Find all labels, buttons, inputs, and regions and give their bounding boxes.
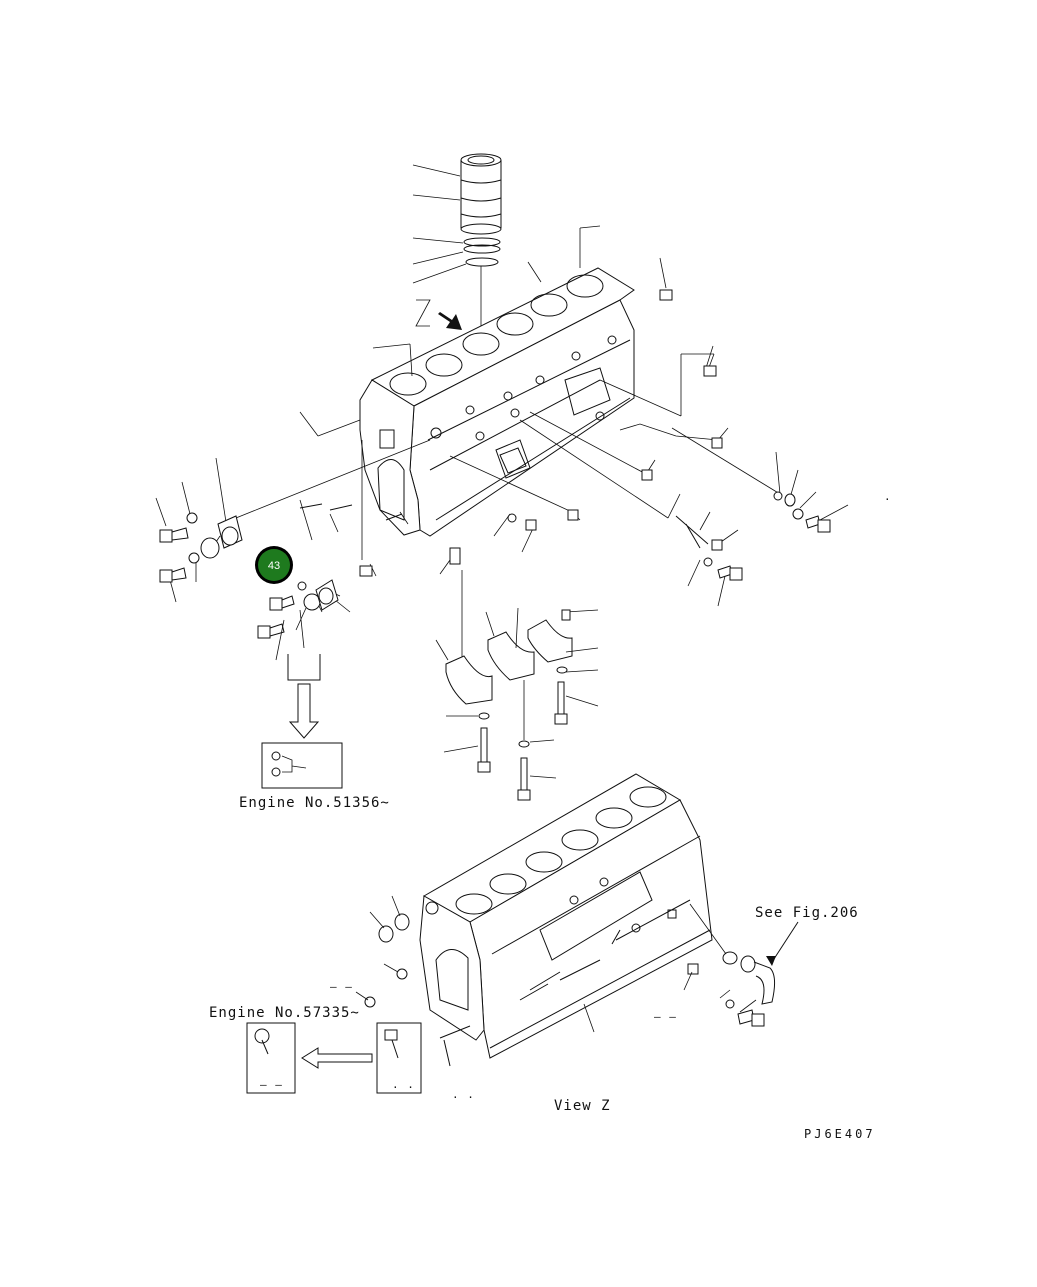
drawing-code: PJ6E407 <box>804 1127 876 1141</box>
bearing-caps <box>435 570 599 801</box>
arrow-down-icon <box>288 683 320 739</box>
dash-label-1: – – <box>330 980 353 993</box>
arrow-left-icon <box>301 1047 373 1069</box>
callout-number: 43 <box>268 560 280 572</box>
inset-engine-57335 <box>246 1022 422 1094</box>
view-z-block <box>419 773 713 1059</box>
dash-label-2: – – <box>654 1010 677 1023</box>
dash-label-6: . <box>884 490 892 503</box>
inset-engine-51356 <box>261 742 343 789</box>
engine-no-label-1: Engine No.51356~ <box>239 795 390 811</box>
bolts-right <box>449 289 831 581</box>
engine-no-label-2: Engine No.57335~ <box>209 1005 360 1021</box>
see-fig-label: See Fig.206 <box>755 905 859 921</box>
dash-label-4: . . <box>392 1078 415 1091</box>
bolts-left <box>159 503 403 639</box>
top-leaders <box>155 225 849 681</box>
callout-43[interactable]: 43 <box>255 546 293 584</box>
callout-fill <box>258 549 290 581</box>
view-z-label: View Z <box>554 1098 611 1114</box>
arrow-view-z-icon <box>415 299 462 330</box>
dash-label-5: . . <box>452 1088 475 1101</box>
dash-label-3: – – <box>260 1078 283 1091</box>
top-engine-block <box>359 267 635 537</box>
cylinder-liner <box>412 153 502 340</box>
view-z-parts <box>355 895 799 1067</box>
